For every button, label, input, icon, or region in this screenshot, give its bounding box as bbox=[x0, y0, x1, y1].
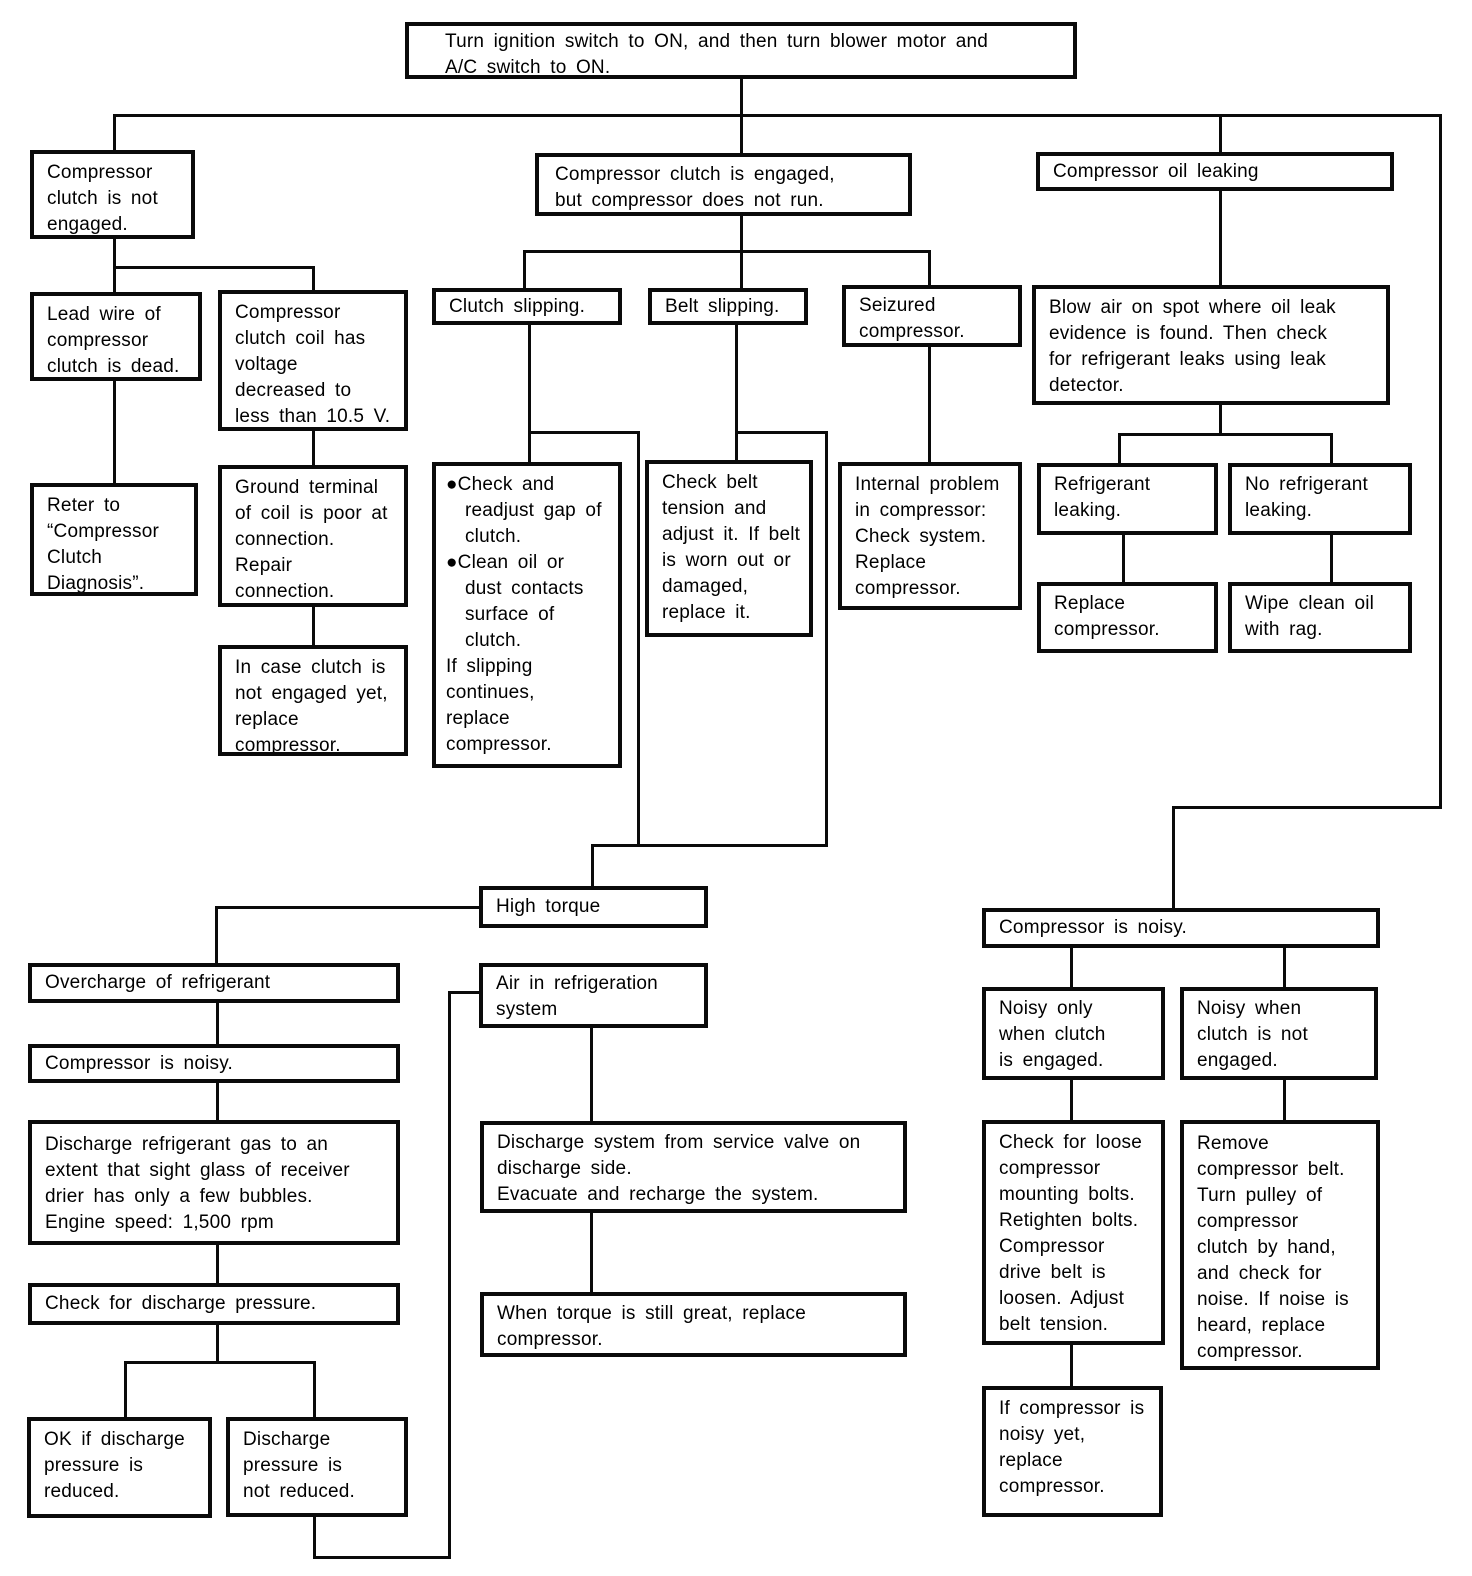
flow-node-pressure-not-reduced: Discharge pressure is not reduced. bbox=[226, 1417, 408, 1517]
connector-line bbox=[735, 325, 738, 460]
flow-node-high-torque: High torque bbox=[479, 886, 708, 928]
connector-line bbox=[1070, 1080, 1073, 1120]
flow-node-clutch-engaged-not-run: Compressor clutch is engaged, but compre… bbox=[535, 153, 912, 216]
connector-line bbox=[448, 991, 483, 994]
flow-node-replace-if-still-noisy: If compressor is noisy yet, replace comp… bbox=[982, 1386, 1163, 1517]
connector-line bbox=[1118, 433, 1121, 463]
connector-line bbox=[313, 1517, 316, 1559]
flow-node-clutch-actions: ●Check and readjust gap of clutch. ●Clea… bbox=[432, 462, 622, 768]
connector-line bbox=[825, 431, 828, 846]
connector-line bbox=[591, 844, 828, 847]
connector-line bbox=[113, 381, 116, 483]
flow-node-blow-air-check: Blow air on spot where oil leak evidence… bbox=[1032, 285, 1390, 405]
connector-line bbox=[312, 431, 315, 465]
flow-node-replace-compressor: Replace compressor. bbox=[1037, 582, 1218, 653]
connector-line bbox=[1283, 948, 1286, 987]
flow-node-air-in-system: Air in refrigeration system bbox=[479, 963, 708, 1028]
connector-line bbox=[113, 239, 116, 292]
flow-node-remove-belt-check: Remove compressor belt. Turn pulley of c… bbox=[1180, 1120, 1380, 1370]
connector-line bbox=[1122, 535, 1125, 582]
connector-line bbox=[124, 1361, 127, 1417]
flow-node-coil-voltage-low: Compressor clutch coil has voltage decre… bbox=[218, 290, 408, 431]
connector-line bbox=[928, 250, 931, 285]
connector-line bbox=[735, 431, 828, 434]
connector-line bbox=[528, 431, 640, 434]
flow-node-pressure-reduced-ok: OK if discharge pressure is reduced. bbox=[27, 1417, 212, 1518]
connector-line bbox=[740, 78, 743, 153]
connector-line bbox=[928, 347, 931, 462]
flow-node-overcharge: Overcharge of refrigerant bbox=[28, 963, 400, 1003]
connector-line bbox=[1219, 405, 1222, 436]
flow-node-discharge-gas: Discharge refrigerant gas to an extent t… bbox=[28, 1120, 400, 1245]
flow-node-replace-if-torque-great: When torque is still great, replace comp… bbox=[480, 1292, 907, 1357]
connector-line bbox=[312, 266, 315, 290]
connector-line bbox=[216, 1245, 219, 1283]
flow-node-belt-actions: Check belt tension and adjust it. If bel… bbox=[645, 460, 813, 637]
connector-line bbox=[637, 431, 640, 846]
connector-line bbox=[590, 1028, 593, 1121]
connector-line bbox=[216, 1325, 219, 1364]
connector-line bbox=[1283, 1080, 1286, 1120]
connector-line bbox=[313, 1361, 316, 1417]
connector-line bbox=[215, 906, 479, 909]
connector-line bbox=[1330, 433, 1333, 463]
flow-node-noisy-clutch-not-engaged: Noisy when clutch is not engaged. bbox=[1180, 987, 1378, 1080]
flow-node-lead-wire-dead: Lead wire of compressor clutch is dead. bbox=[30, 292, 202, 381]
flow-node-ground-terminal-poor: Ground terminal of coil is poor at conne… bbox=[218, 465, 408, 607]
flow-node-compressor-noisy-right: Compressor is noisy. bbox=[982, 908, 1380, 948]
flow-node-replace-if-not-engaged: In case clutch is not engaged yet, repla… bbox=[218, 645, 408, 756]
flow-node-seizured-compressor: Seizured compressor. bbox=[842, 285, 1022, 347]
connector-line bbox=[113, 114, 1442, 117]
connector-line bbox=[216, 1083, 219, 1120]
connector-line bbox=[448, 991, 451, 1559]
flow-node-wipe-oil: Wipe clean oil with rag. bbox=[1228, 582, 1412, 653]
connector-line bbox=[216, 1003, 219, 1044]
connector-line bbox=[523, 250, 526, 288]
flow-node-noisy-clutch-engaged: Noisy only when clutch is engaged. bbox=[982, 987, 1165, 1080]
connector-line bbox=[523, 250, 931, 253]
connector-line bbox=[528, 325, 531, 462]
flow-node-check-discharge-pressure: Check for discharge pressure. bbox=[28, 1283, 400, 1325]
connector-line bbox=[1172, 806, 1442, 809]
flow-node-discharge-system: Discharge system from service valve on d… bbox=[480, 1121, 907, 1213]
connector-line bbox=[1219, 114, 1222, 285]
flow-node-no-refrigerant-leaking: No refrigerant leaking. bbox=[1228, 463, 1412, 535]
connector-line bbox=[1070, 948, 1073, 987]
connector-line bbox=[113, 114, 116, 150]
connector-line bbox=[124, 1361, 316, 1364]
connector-line bbox=[1439, 114, 1442, 809]
flow-node-clutch-slipping: Clutch slipping. bbox=[432, 288, 622, 325]
connector-line bbox=[740, 216, 743, 288]
connector-line bbox=[313, 1556, 451, 1559]
flow-node-belt-slipping: Belt slipping. bbox=[648, 288, 808, 325]
flow-node-check-loose-bolts: Check for loose compressor mounting bolt… bbox=[982, 1120, 1165, 1345]
flow-node-start: Turn ignition switch to ON, and then tur… bbox=[405, 22, 1077, 79]
connector-line bbox=[590, 1213, 593, 1292]
flow-node-refer-clutch-diagnosis: Reter to “Compressor Clutch Diagnosis”. bbox=[30, 483, 198, 596]
flow-node-internal-problem: Internal problem in compressor: Check sy… bbox=[838, 462, 1022, 610]
flow-node-compressor-oil-leaking: Compressor oil leaking bbox=[1036, 152, 1394, 191]
connector-line bbox=[1172, 806, 1175, 908]
connector-line bbox=[1330, 535, 1333, 582]
connector-line bbox=[591, 844, 594, 886]
flow-node-refrigerant-leaking: Refrigerant leaking. bbox=[1037, 463, 1218, 535]
connector-line bbox=[113, 266, 315, 269]
connector-line bbox=[215, 906, 218, 963]
flow-node-compressor-noisy-left: Compressor is noisy. bbox=[28, 1044, 400, 1083]
connector-line bbox=[1118, 433, 1333, 436]
connector-line bbox=[312, 607, 315, 645]
connector-line bbox=[1070, 1345, 1073, 1386]
flow-node-clutch-not-engaged: Compressor clutch is not engaged. bbox=[30, 150, 195, 239]
